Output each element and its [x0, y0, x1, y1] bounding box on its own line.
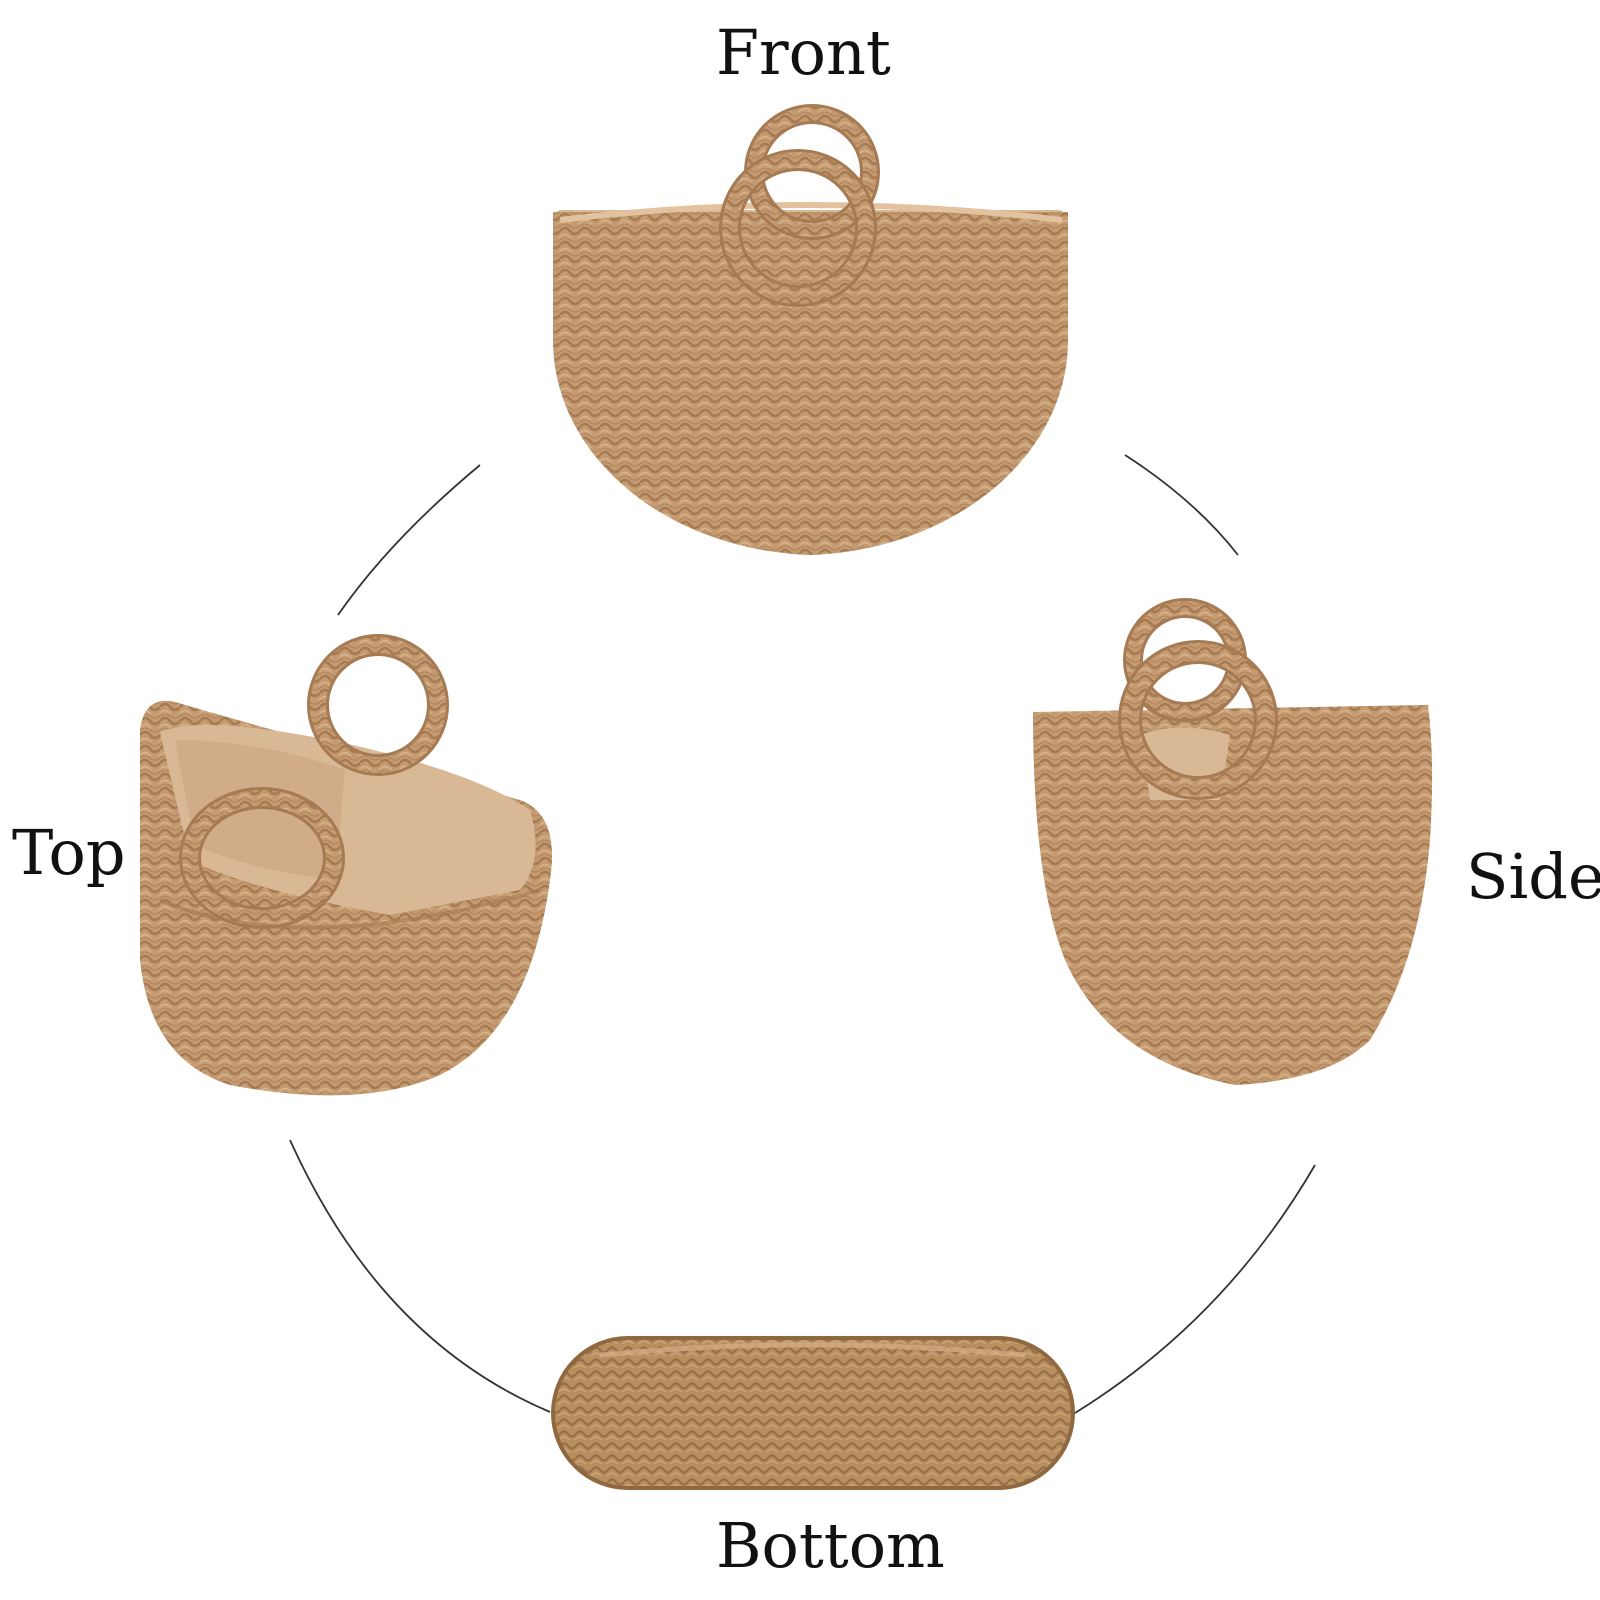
connector-arc-top-bottom	[289, 1139, 551, 1413]
bottom-view-bag	[551, 1336, 1075, 1490]
front-view-bag	[553, 104, 1068, 555]
side-view-label: Side	[1466, 840, 1600, 913]
connector-arc-front-top	[337, 464, 481, 616]
bottom-view-label: Bottom	[716, 1509, 945, 1582]
top-view-bag	[140, 634, 552, 1096]
connector-arc-side-bottom	[1074, 1164, 1316, 1414]
connector-arc-front-side	[1124, 454, 1239, 556]
side-view-bag	[1033, 598, 1433, 1085]
top-view-label: Top	[12, 816, 126, 889]
front-view-label: Front	[716, 16, 891, 89]
